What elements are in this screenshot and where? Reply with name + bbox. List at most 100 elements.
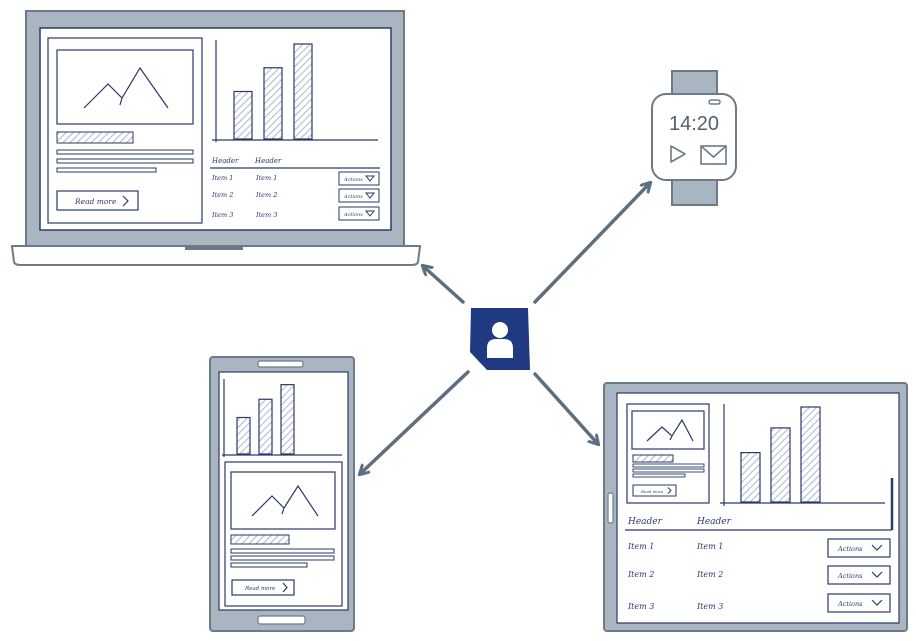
- row-item: Item 3: [627, 602, 654, 611]
- smartwatch: 14:20: [651, 70, 737, 206]
- laptop-text-line: [56, 158, 194, 164]
- tablet-read-more-button[interactable]: Read more: [632, 484, 677, 497]
- chevron-down-icon: [871, 571, 883, 578]
- chart-bar: [236, 416, 251, 455]
- phone: Read more: [209, 356, 355, 632]
- row-item: Item 3: [255, 211, 277, 219]
- laptop-text-line: [56, 149, 194, 155]
- actions-dropdown[interactable]: Actions: [827, 538, 891, 558]
- row-item: Item 1: [627, 542, 654, 551]
- chart-bar: [258, 398, 273, 455]
- laptop-chart: [212, 40, 378, 142]
- phone-text-line: [230, 555, 335, 561]
- chevron-down-icon: [871, 599, 883, 606]
- chart-bar: [800, 406, 821, 503]
- tablet-image-placeholder: [631, 410, 705, 450]
- chart-bar: [293, 43, 313, 140]
- laptop-title-bar: [56, 131, 134, 144]
- chevron-right-icon: [667, 487, 672, 494]
- tablet: Read more Header Header Item 1 Item 1 Ac…: [603, 382, 908, 632]
- tablet-home-button: [607, 492, 614, 524]
- actions-label: Actions: [837, 600, 863, 608]
- row-item: Item 1: [255, 174, 277, 182]
- phone-image-placeholder: [230, 471, 336, 530]
- table-row: Item 2 Item 2 Actions: [211, 188, 380, 203]
- read-more-label: Read more: [244, 586, 276, 592]
- tablet-chart: [720, 404, 885, 506]
- row-item: Item 1: [696, 542, 723, 551]
- mountain-icon: [646, 418, 694, 442]
- chart-bar: [280, 384, 295, 455]
- row-item: Item 2: [627, 570, 654, 579]
- table-header: Header: [211, 157, 239, 165]
- chevron-right-icon: [122, 195, 129, 207]
- chart-bar: [233, 90, 253, 140]
- mail-icon[interactable]: [700, 145, 727, 165]
- table-header: Header: [254, 157, 282, 165]
- watch-strap-top: [671, 70, 718, 97]
- row-item: Item 1: [211, 174, 233, 182]
- arrow-to-tablet: [533, 372, 598, 444]
- chevron-down-icon: [871, 544, 883, 551]
- row-item: Item 2: [696, 570, 723, 579]
- chevron-right-icon: [282, 582, 288, 593]
- watch-face: [651, 93, 737, 181]
- read-more-label: Read more: [74, 197, 117, 206]
- laptop-base: [10, 245, 422, 266]
- row-item: Item 2: [255, 191, 277, 199]
- actions-dropdown[interactable]: Actions: [827, 593, 891, 613]
- actions-label: Actions: [343, 194, 363, 200]
- tablet-text-line: [632, 473, 686, 478]
- phone-chart: [222, 379, 342, 457]
- table-row: Item 1 Item 1 Actions: [211, 171, 380, 186]
- laptop-read-more-button[interactable]: Read more: [56, 190, 139, 211]
- phone-title-bar: [230, 534, 290, 545]
- phone-read-more-button[interactable]: Read more: [231, 579, 295, 596]
- arrow-to-laptop: [423, 266, 465, 304]
- chart-bar: [740, 452, 761, 503]
- read-more-label: Read more: [640, 489, 664, 494]
- chevron-down-icon: [364, 210, 376, 217]
- tablet-text-line: [632, 463, 705, 468]
- row-item: Item 3: [696, 602, 723, 611]
- actions-label: Actions: [343, 212, 363, 218]
- mountain-icon: [83, 66, 169, 109]
- row-item: Item 3: [211, 211, 233, 219]
- watch-time: 14:20: [669, 113, 719, 135]
- actions-dropdown[interactable]: Actions: [338, 188, 380, 203]
- arrow-to-watch: [533, 183, 650, 304]
- chart-bar: [263, 67, 283, 140]
- user-icon: [487, 322, 513, 358]
- actions-label: Actions: [837, 572, 863, 580]
- actions-dropdown[interactable]: Actions: [338, 206, 380, 221]
- chevron-down-icon: [364, 192, 376, 199]
- actions-label: Actions: [343, 177, 363, 183]
- table-row: Item 1 Item 1 Actions: [627, 538, 891, 558]
- laptop-text-line: [56, 167, 157, 173]
- laptop: Read more Header Header Item 1 Item 1 Ac…: [10, 10, 422, 266]
- tablet-text-line: [632, 468, 705, 473]
- user-badge: [470, 308, 530, 370]
- mountain-icon: [251, 484, 319, 517]
- actions-label: Actions: [837, 545, 863, 553]
- phone-text-line: [230, 548, 335, 554]
- phone-text-line: [230, 562, 308, 568]
- arrow-to-phone: [360, 370, 470, 474]
- watch-strap-bottom: [671, 179, 718, 206]
- laptop-image-placeholder: [56, 49, 194, 125]
- play-icon[interactable]: [670, 145, 686, 163]
- table-row: Item 2 Item 2 Actions: [627, 565, 891, 585]
- phone-speaker: [257, 360, 304, 368]
- phone-home-button: [257, 615, 306, 625]
- table-header: Header: [696, 517, 732, 527]
- actions-dropdown[interactable]: Actions: [338, 171, 380, 186]
- chevron-down-icon: [364, 175, 376, 182]
- table-header: Header: [627, 517, 663, 527]
- table-row: Item 3 Item 3 Actions: [627, 593, 891, 613]
- laptop-notch: [185, 246, 243, 250]
- watch-button: [708, 99, 721, 105]
- arrows: [360, 183, 650, 474]
- actions-dropdown[interactable]: Actions: [827, 565, 891, 585]
- tablet-title-bar: [632, 454, 674, 463]
